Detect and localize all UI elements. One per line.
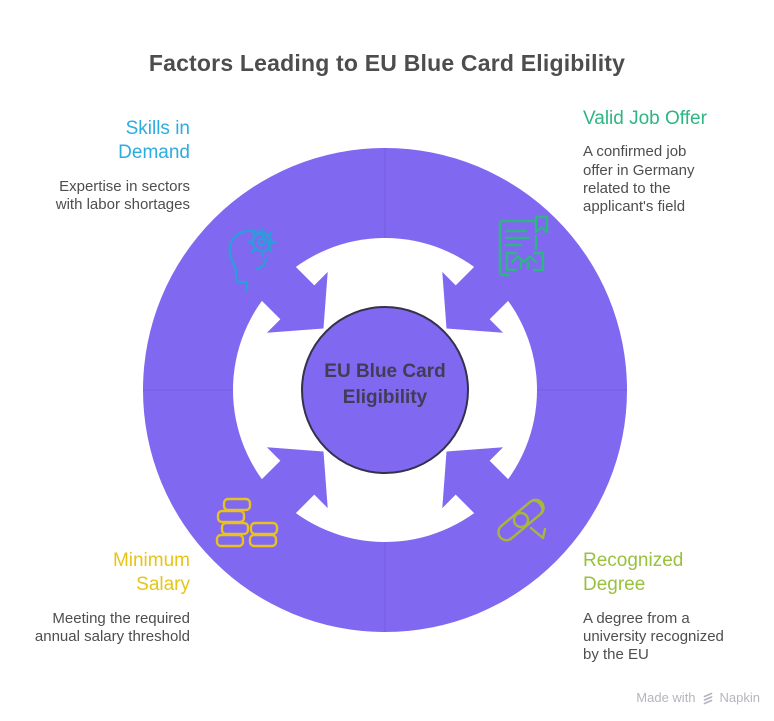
center-hub-label: EU Blue Card Eligibility <box>324 361 446 408</box>
arrow-top-left <box>246 251 328 333</box>
factor-description: A degree from a university recognized by… <box>583 609 724 664</box>
arrow-bottom-right <box>442 447 524 529</box>
watermark-brand: Napkin <box>719 690 760 705</box>
page-title: Factors Leading to EU Blue Card Eligibil… <box>148 50 626 76</box>
factor-description: Meeting the required annual salary thres… <box>34 609 190 645</box>
factor-minimum-salary: Minimum Salary Meeting the required annu… <box>20 549 190 646</box>
factor-heading: Minimum Salary <box>112 550 190 596</box>
factor-valid-job-offer: Valid Job Offer A confirmed job offer in… <box>583 107 723 217</box>
factor-recognized-degree: Recognized Degree A degree from a univer… <box>583 549 738 665</box>
arrow-bottom-left <box>246 447 328 529</box>
napkin-logo-icon <box>703 692 712 704</box>
factor-description: A confirmed job offer in Germany related… <box>583 143 695 216</box>
quadrant-seams <box>143 148 627 632</box>
factor-heading: Valid Job Offer <box>583 108 707 129</box>
diploma-icon <box>497 498 547 542</box>
factor-heading: Recognized Degree <box>583 550 684 596</box>
inward-arrows <box>246 251 524 529</box>
contract-handshake-icon <box>498 215 549 277</box>
factor-description: Expertise in sectors with labor shortage… <box>55 177 190 213</box>
coin-stacks-icon <box>215 497 279 548</box>
watermark: Made with Napkin <box>636 690 760 705</box>
center-hub-circle <box>301 306 469 474</box>
arrow-top-right <box>442 251 524 333</box>
factor-heading: Skills in Demand <box>118 118 190 164</box>
factor-skills-in-demand: Skills in Demand Expertise in sectors wi… <box>20 117 190 214</box>
watermark-prefix: Made with <box>636 690 696 705</box>
head-gear-icon <box>228 227 277 292</box>
